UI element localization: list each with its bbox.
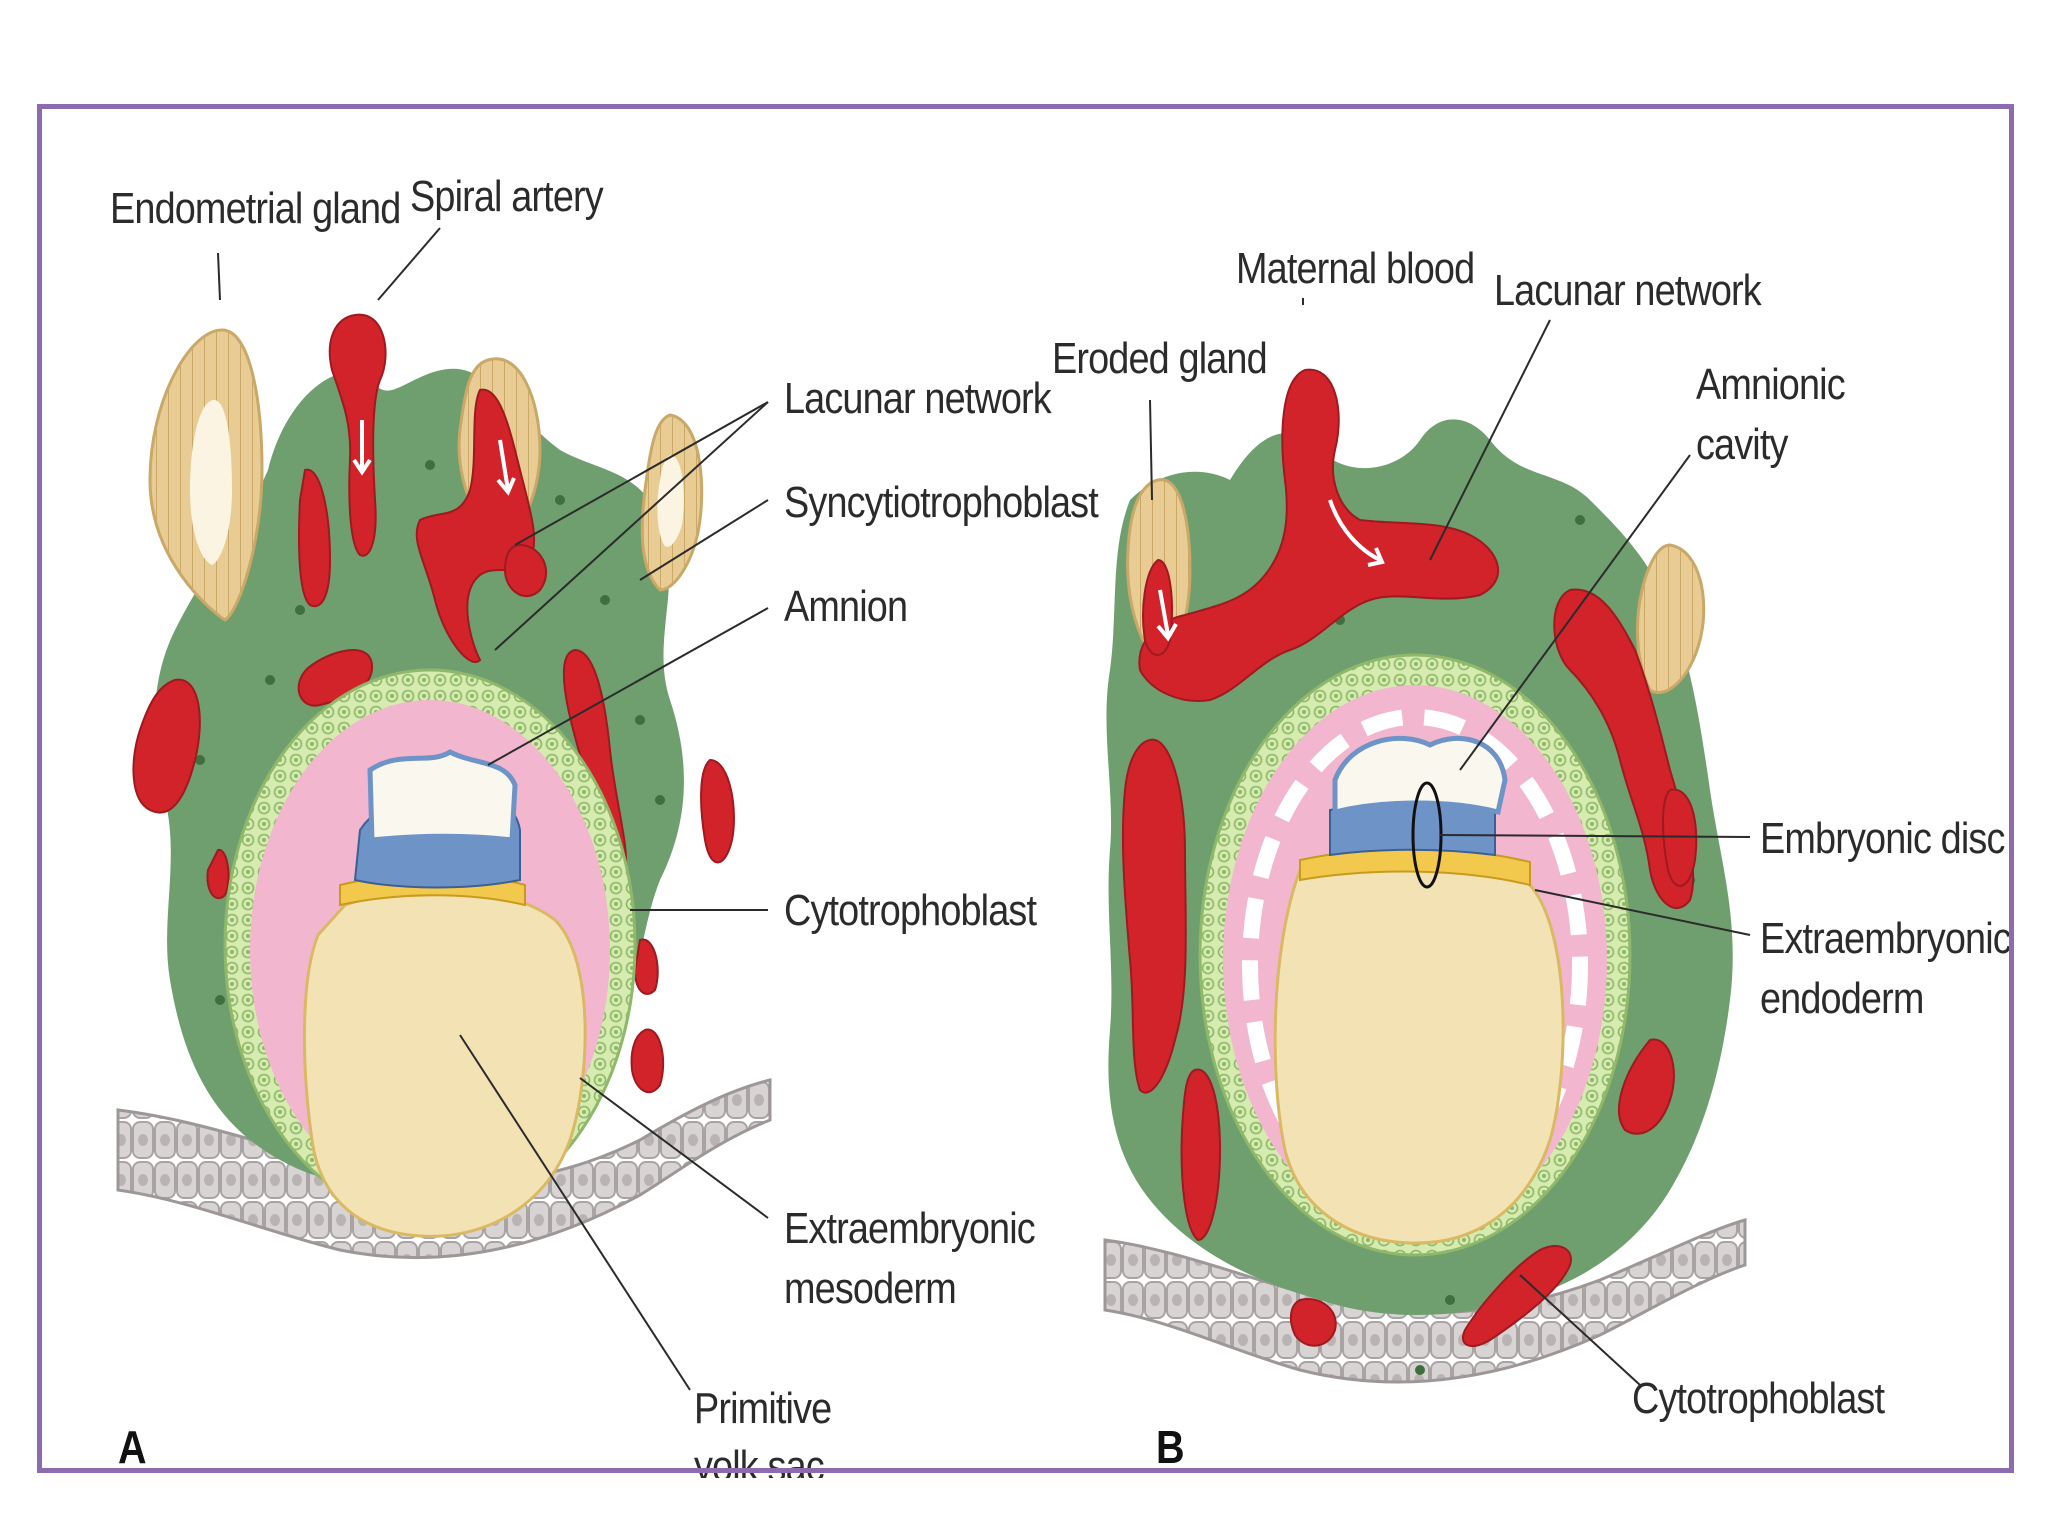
label-cytotrophoblast-b: Cytotrophoblast (1632, 1374, 1885, 1423)
label-embryonic-disc: Embryonic disc (1760, 814, 2005, 863)
label-lacunar-network-a: Lacunar network (784, 374, 1052, 423)
label-amnion: Amnion (784, 582, 908, 631)
amnionic-cavity-b (1332, 735, 1508, 816)
panel-b-drawing (1103, 298, 1751, 1386)
panel-letter-a: A (118, 1421, 147, 1473)
label-eroded-gland: Eroded gland (1052, 334, 1268, 383)
yolk-sac-b (1273, 852, 1565, 1245)
panel-a-drawing (116, 227, 772, 1391)
label-extraembryonic-endoderm-1: Extraembryonic (1760, 914, 2012, 963)
panel-letter-b: B (1156, 1421, 1185, 1473)
label-lacunar-network-b: Lacunar network (1494, 266, 1762, 315)
amnion-a (367, 749, 518, 843)
flow-arrows-a (352, 420, 516, 496)
leader-lines-a (217, 227, 769, 1391)
label-primitive-yolk-sac-1: Primitive (694, 1384, 832, 1433)
label-syncytiotrophoblast: Syncytiotrophoblast (784, 478, 1099, 527)
label-extraembryonic-endoderm-2: endoderm (1760, 974, 1924, 1023)
primitive-yolk-sac-a (302, 887, 587, 1238)
flow-arrows-b (1156, 499, 1385, 642)
label-extraembryonic-mesoderm-2: mesoderm (784, 1264, 957, 1313)
label-maternal-blood: Maternal blood (1236, 244, 1475, 293)
leader-lines-b (1149, 298, 1751, 1386)
lacunae-b (1121, 368, 1698, 1348)
label-endometrial-gland: Endometrial gland (110, 184, 401, 233)
label-spiral-artery: Spiral artery (410, 172, 604, 221)
label-cytotrophoblast-a: Cytotrophoblast (784, 886, 1037, 935)
label-amnionic-cavity-2: cavity (1696, 420, 1788, 469)
label-extraembryonic-mesoderm-1: Extraembryonic (784, 1204, 1036, 1253)
label-amnionic-cavity-1: Amnionic (1696, 360, 1846, 409)
